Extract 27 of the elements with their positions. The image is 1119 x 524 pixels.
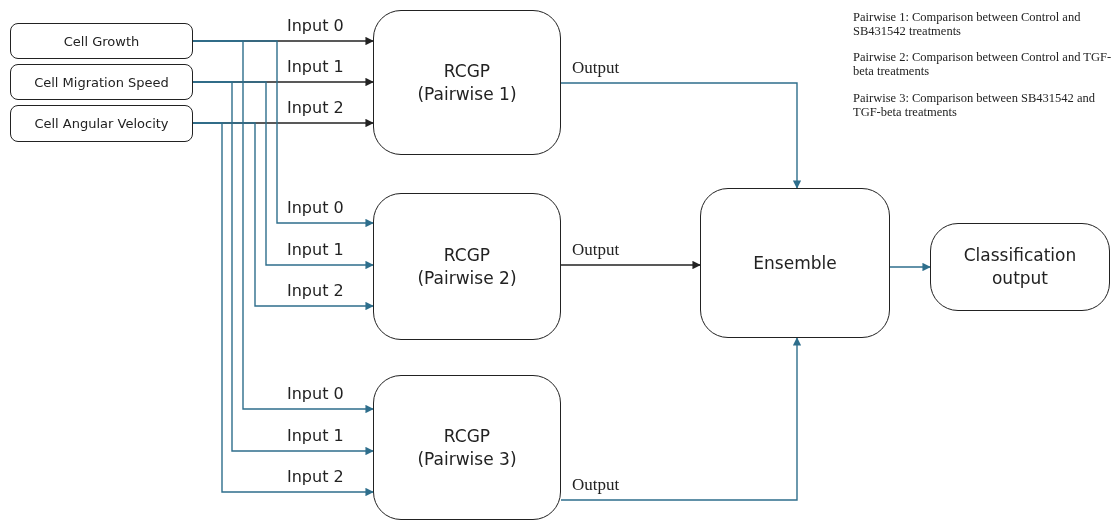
note-text: Pairwise 2: Comparison between Control and TGF-beta treatments [853,50,1113,79]
note-text: Pairwise 1: Comparison between Control and SB431542 treatments [853,10,1082,39]
edge-label: Input 0 [286,16,345,35]
edge-label: Input 0 [286,198,345,217]
input-box: Cell Angular Velocity [10,105,193,142]
edge-label: Input 0 [286,384,345,403]
arrow [560,337,802,501]
input-box: Cell Migration Speed [10,64,193,100]
process-box: RCGP (Pairwise 2) [373,193,561,340]
arrow [560,82,802,189]
arrow [192,122,374,497]
arrow [192,40,374,414]
process-box: RCGP (Pairwise 3) [373,375,561,520]
input-box: Cell Growth [10,23,193,59]
process-box: Classification output [930,223,1110,311]
process-box: Ensemble [700,188,890,338]
edge-label: Input 2 [286,467,345,486]
edge-label: Input 1 [286,240,345,259]
process-box: RCGP (Pairwise 1) [373,10,561,155]
edge-label: Input 1 [286,426,345,445]
edge-label: Input 1 [286,57,345,76]
note-text: Pairwise 3: Comparison between SB431542 and TGF-beta treatments [853,91,1096,120]
edge-label: Input 2 [286,98,345,117]
arrow [192,81,374,456]
edge-label: Input 2 [286,281,345,300]
arrow [560,260,701,270]
arrow [889,262,931,272]
